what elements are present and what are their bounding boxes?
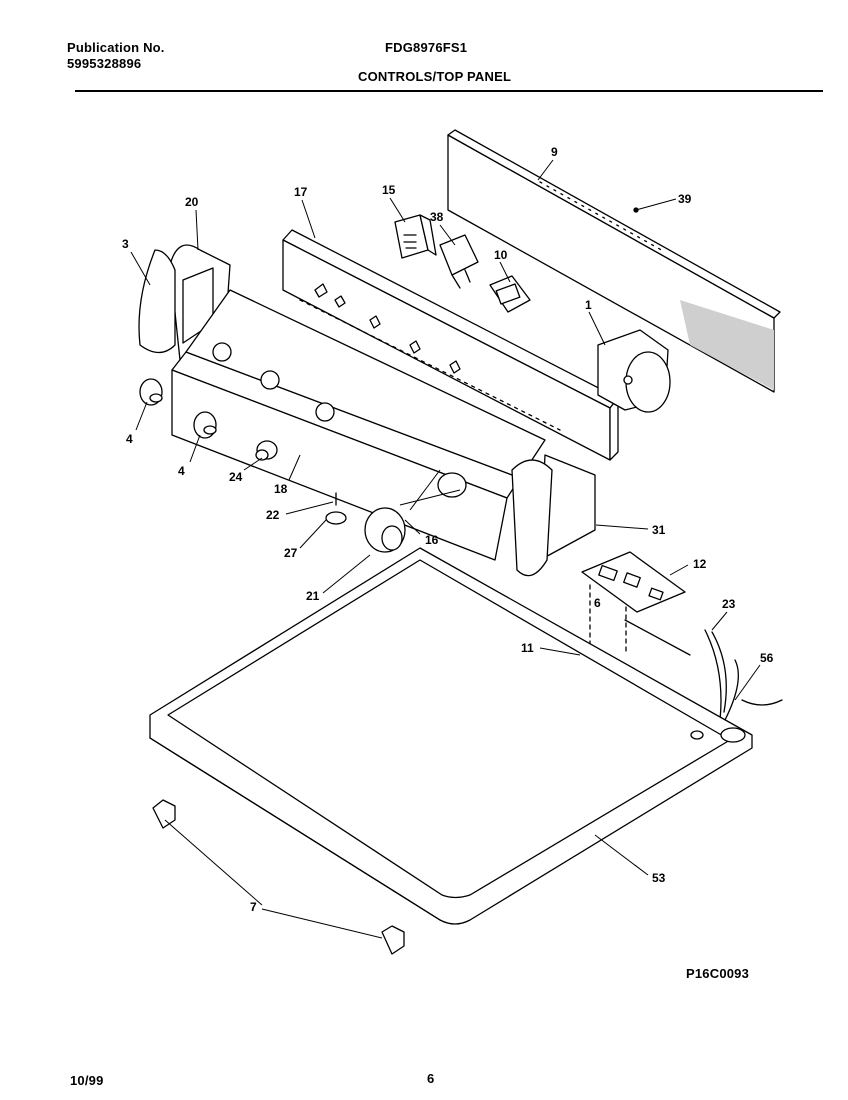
callout-15: 15 — [382, 183, 396, 197]
clip-part-7a — [152, 799, 176, 829]
model-number: FDG8976FS1 — [385, 40, 468, 55]
callout-56: 56 — [760, 651, 774, 665]
control-panel-part — [171, 289, 546, 561]
header-rule — [75, 90, 823, 92]
callout-labels: 9 39 17 15 38 10 20 3 1 4 4 24 18 22 16 … — [122, 145, 774, 914]
knob-part-24 — [255, 440, 278, 461]
knob-part-4b — [193, 411, 217, 439]
callout-38: 38 — [430, 210, 444, 224]
callout-3: 3 — [122, 237, 129, 251]
control-board-part — [581, 551, 686, 681]
console-back-panel-part — [282, 229, 619, 461]
top-panel-part — [149, 547, 753, 925]
callout-31: 31 — [652, 523, 666, 537]
callout-7: 7 — [250, 900, 257, 914]
drawing-number: P16C0093 — [686, 966, 750, 981]
callout-1: 1 — [585, 298, 592, 312]
switch-part — [394, 214, 437, 259]
section-title: CONTROLS/TOP PANEL — [358, 69, 512, 84]
callout-4a: 4 — [126, 432, 133, 446]
publication-number: 5995328896 — [67, 56, 142, 71]
callout-39: 39 — [678, 192, 692, 206]
callout-6: 6 — [594, 596, 601, 610]
callout-22: 22 — [266, 508, 280, 522]
callout-18: 18 — [274, 482, 288, 496]
callout-10: 10 — [494, 248, 508, 262]
callout-17: 17 — [294, 185, 308, 199]
callout-21: 21 — [306, 589, 320, 603]
leader-lines — [130, 159, 761, 939]
footer-date: 10/99 — [70, 1073, 104, 1088]
callout-27: 27 — [284, 546, 298, 560]
knob-part-4a — [139, 378, 163, 406]
callout-4b: 4 — [178, 464, 185, 478]
timer-part — [597, 329, 671, 413]
rear-panel-part — [447, 129, 781, 393]
switch-housing-part — [489, 275, 531, 313]
knob-part-21 — [364, 507, 406, 553]
callout-16: 16 — [425, 533, 439, 547]
callout-11: 11 — [521, 641, 534, 655]
clip-part-27 — [325, 511, 347, 525]
bracket-part-38 — [439, 234, 479, 289]
page-number: 6 — [427, 1071, 435, 1086]
callout-24: 24 — [229, 470, 243, 484]
callout-23: 23 — [722, 597, 736, 611]
publication-label: Publication No. — [67, 40, 165, 55]
callout-20: 20 — [185, 195, 199, 209]
clip-part-7b — [381, 925, 405, 955]
right-end-cap-part — [511, 454, 596, 577]
callout-53: 53 — [652, 871, 666, 885]
callout-9: 9 — [551, 145, 558, 159]
callout-12: 12 — [693, 557, 707, 571]
